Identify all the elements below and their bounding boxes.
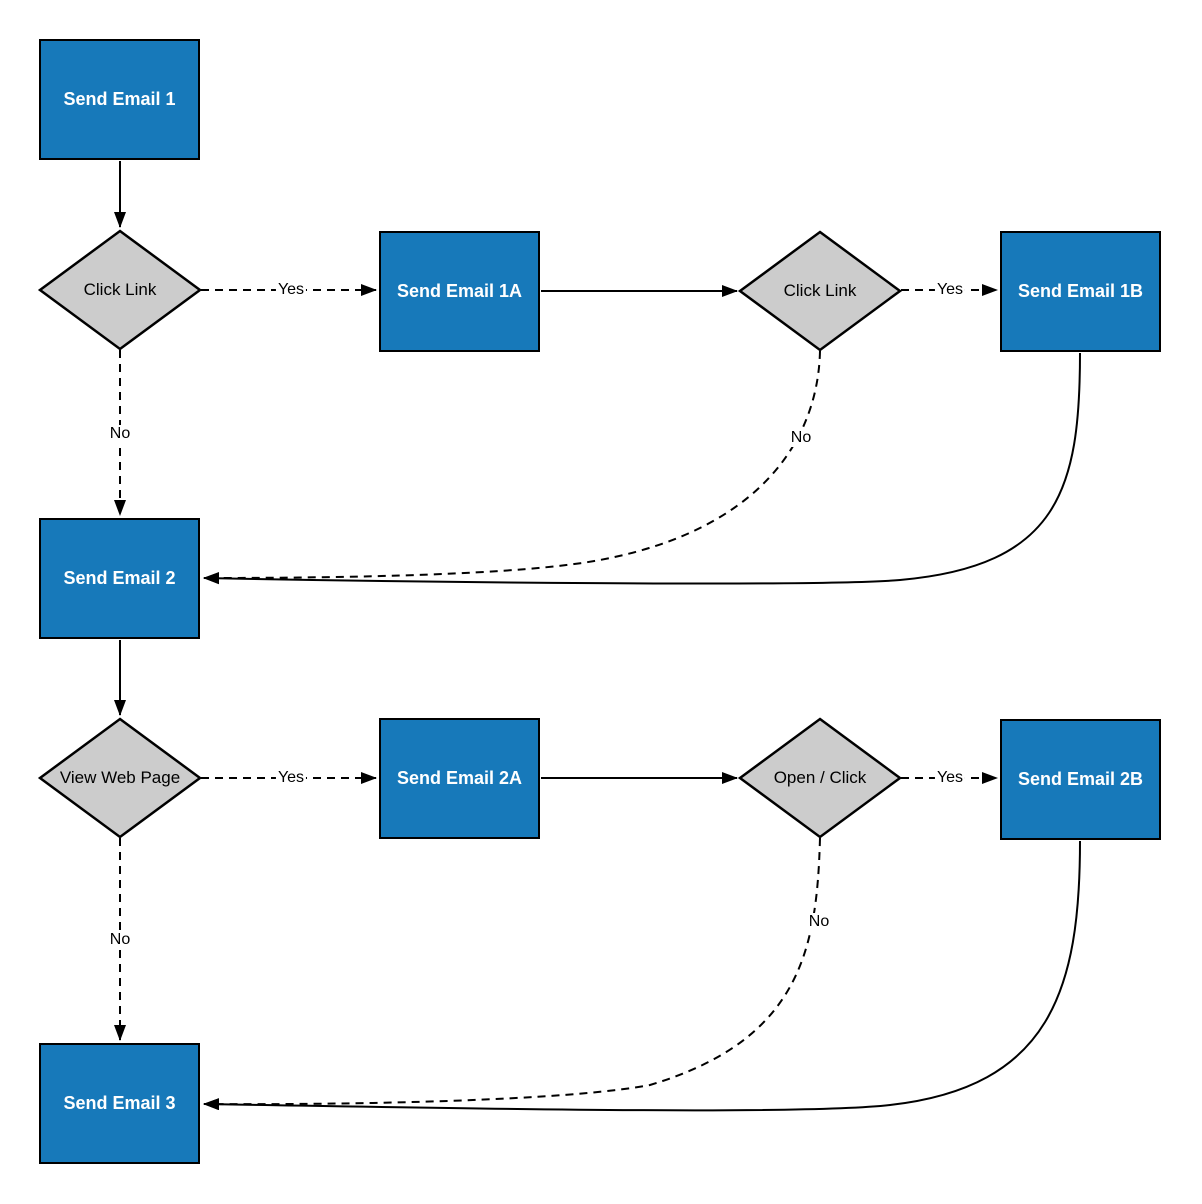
edge-label-no-4: No bbox=[806, 913, 832, 931]
edge-open-click-no-curve bbox=[203, 837, 821, 1111]
node-send-email-3: Send Email 3 bbox=[39, 1043, 200, 1164]
node-send-email-1a: Send Email 1A bbox=[379, 231, 540, 352]
edge-label-yes-4: Yes bbox=[934, 769, 966, 787]
node-send-email-2a: Send Email 2A bbox=[379, 718, 540, 839]
edge-label-yes-3: Yes bbox=[275, 769, 307, 787]
edge-click-link-2-no-curve bbox=[203, 350, 821, 584]
decision-label-open-click: Open / Click bbox=[773, 768, 867, 787]
decision-label-view-web-page: View Web Page bbox=[59, 768, 181, 787]
node-send-email-1: Send Email 1 bbox=[39, 39, 200, 160]
decision-click-link-1 bbox=[37, 229, 203, 351]
node-send-email-2b: Send Email 2B bbox=[1000, 719, 1161, 840]
edge-label-yes-2: Yes bbox=[934, 281, 966, 299]
decision-view-web-page bbox=[37, 717, 203, 839]
decision-click-link-2 bbox=[737, 230, 903, 352]
node-send-email-1b: Send Email 1B bbox=[1000, 231, 1161, 352]
edge-send-email-2b-return-curve bbox=[203, 840, 1081, 1112]
decision-label-click-link-1: Click Link bbox=[83, 280, 157, 299]
decision-open-click bbox=[737, 717, 903, 839]
edge-label-no-3: No bbox=[107, 931, 133, 949]
node-send-email-2: Send Email 2 bbox=[39, 518, 200, 639]
edge-label-yes-1: Yes bbox=[275, 281, 307, 299]
edge-send-email-1b-return-curve bbox=[203, 352, 1081, 585]
edge-label-no-1: No bbox=[107, 425, 133, 443]
edge-label-no-2: No bbox=[788, 429, 814, 447]
decision-label-click-link-2: Click Link bbox=[783, 281, 857, 300]
